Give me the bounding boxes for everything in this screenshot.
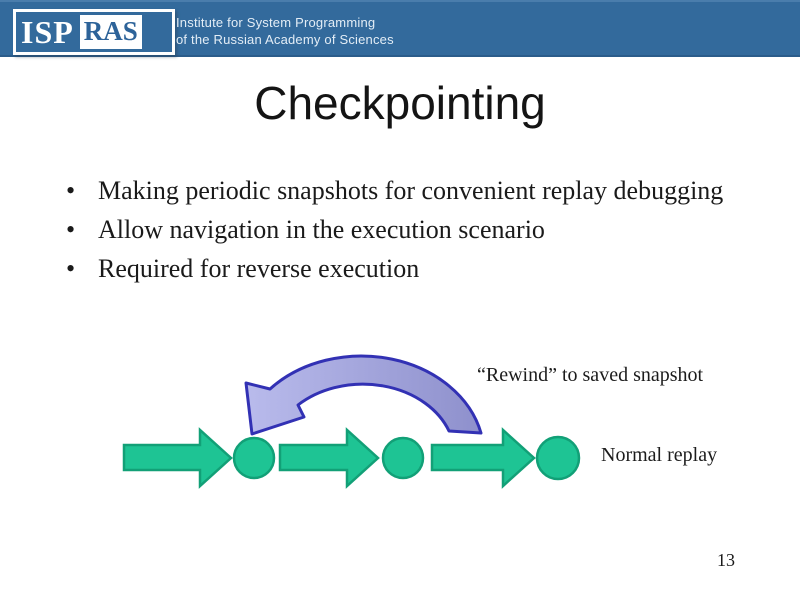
normal-replay-label: Normal replay [601,444,718,466]
header-band: ISP RAS Institute for System Programming… [0,0,800,57]
institute-name: Institute for System Programming of the … [176,14,394,48]
institute-line-2: of the Russian Academy of Sciences [176,32,394,47]
isp-ras-logo: ISP RAS [13,9,175,55]
timeline-arrow-icon [278,427,380,489]
bullet-item: Allow navigation in the execution scenar… [58,211,738,248]
page-title: Checkpointing [254,77,546,129]
snapshot-circle-icon [381,436,425,480]
bullet-list: Making periodic snapshots for convenient… [58,172,738,289]
logo-ras-text: RAS [79,15,142,49]
timeline-arrow-icon [122,427,233,489]
page-number: 13 [717,550,735,570]
snapshot-circle-icon [232,436,276,480]
snapshot-circle-icon [535,435,581,481]
bullet-item: Required for reverse execution [58,250,738,287]
logo-isp-text: ISP [21,14,74,50]
timeline-arrow-icon [430,427,536,489]
rewind-label: “Rewind” to saved snapshot [477,364,704,386]
institute-line-1: Institute for System Programming [176,15,376,30]
bullet-item: Making periodic snapshots for convenient… [58,172,738,209]
rewind-arrow-icon [244,354,483,436]
